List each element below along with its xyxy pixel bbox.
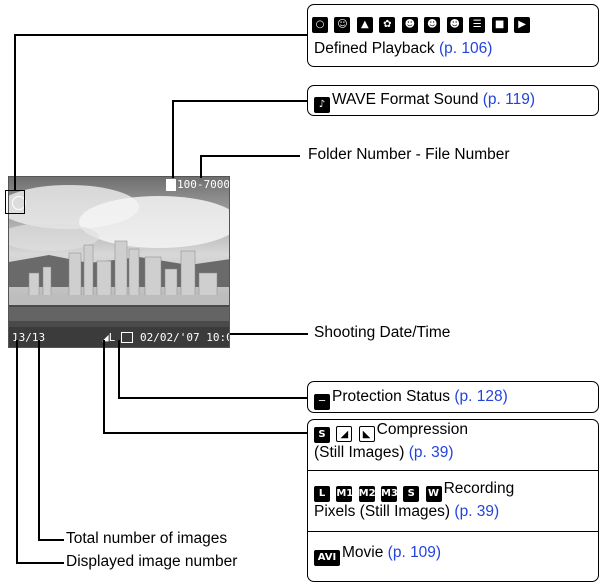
recording-sub-label: Pixels (Still Images) <box>314 503 451 520</box>
flower-icon: ✿ <box>379 17 396 33</box>
movie-label: Movie <box>342 544 384 561</box>
movie-camera-icon: ▶ <box>514 17 531 33</box>
clock-icon: ○ <box>312 17 328 33</box>
osd-protection-icon <box>121 332 133 343</box>
wave-sound-label: WAVE Format Sound <box>332 91 479 108</box>
osd-file-number: 100-7000 <box>177 178 230 191</box>
clock-icon-callout-box <box>5 190 25 214</box>
size-m1-icon: M1 <box>336 486 353 502</box>
compression-recording-movie-callout: S ◢ ◣Compression (Still Images) (p. 39) … <box>307 419 599 582</box>
shooting-date-time-label: Shooting Date/Time <box>314 324 451 341</box>
key-icon: ─ <box>314 394 330 410</box>
size-s-icon: S <box>403 486 420 502</box>
city-skyline-photo <box>9 177 229 347</box>
compression-sub-label: (Still Images) <box>314 444 405 461</box>
osd-date-time: 02/02/'07 10:00 <box>140 331 230 344</box>
osd-compression-icon: ◢L <box>102 331 116 344</box>
checklist-icon: ☰ <box>469 17 486 33</box>
compression-label: Compression <box>376 421 468 438</box>
landscape-icon: ▲ <box>356 17 373 33</box>
compression-row: S ◢ ◣Compression <box>314 420 468 443</box>
movie-page-link[interactable]: (p. 109) <box>387 544 442 561</box>
people-group-icon-1: ☻ <box>401 17 418 33</box>
osd-image-count: 13/13 <box>12 331 46 344</box>
recording-label: Recording <box>443 480 515 497</box>
playback-category-icons: ○ ☺ ▲ ✿ ☻ ☻ ☻ ☰ ■ ▶ <box>312 11 532 33</box>
wave-sound-callout: ♪WAVE Format Sound (p. 119) <box>307 85 599 116</box>
folder-icon: ■ <box>491 17 508 33</box>
size-m3-icon: M3 <box>380 486 398 502</box>
protection-status-callout: ─Protection Status (p. 128) <box>307 381 599 413</box>
people-group-icon-2: ☻ <box>424 17 441 33</box>
displayed-image-label: Displayed image number <box>66 553 238 570</box>
avi-icon: AVI <box>314 550 340 566</box>
wave-sound-page-link[interactable]: (p. 119) <box>482 91 536 108</box>
people-icon: ☺ <box>334 17 351 33</box>
clock-osd-icon <box>12 196 26 210</box>
fine-icon: ◢ <box>336 426 353 442</box>
defined-playback-text: Defined Playback (p. 106) <box>314 40 493 57</box>
people-group-icon-3: ☻ <box>446 17 463 33</box>
folder-file-number-label: Folder Number - File Number <box>308 146 510 163</box>
size-w-icon: W <box>425 486 442 502</box>
compression-page-link[interactable]: (p. 39) <box>408 444 454 461</box>
protection-label: Protection Status <box>332 388 451 405</box>
defined-playback-callout: ○ ☺ ▲ ✿ ☻ ☻ ☻ ☰ ■ ▶ Defined Playback (p.… <box>307 4 599 67</box>
camera-lcd-screen: 100-7000 13/13 ◢L 02/02/'07 10:00 <box>8 176 230 348</box>
size-m2-icon: M2 <box>358 486 376 502</box>
recording-page-link[interactable]: (p. 39) <box>454 503 500 520</box>
size-l-icon: L <box>314 486 330 502</box>
superfine-icon: S <box>314 427 330 443</box>
protection-page-link[interactable]: (p. 128) <box>454 388 508 405</box>
total-images-label: Total number of images <box>66 530 228 547</box>
normal-icon: ◣ <box>358 426 375 442</box>
music-note-icon: ♪ <box>314 97 330 113</box>
osd-sound-icon <box>166 179 176 191</box>
defined-playback-page-link[interactable]: (p. 106) <box>438 40 493 57</box>
